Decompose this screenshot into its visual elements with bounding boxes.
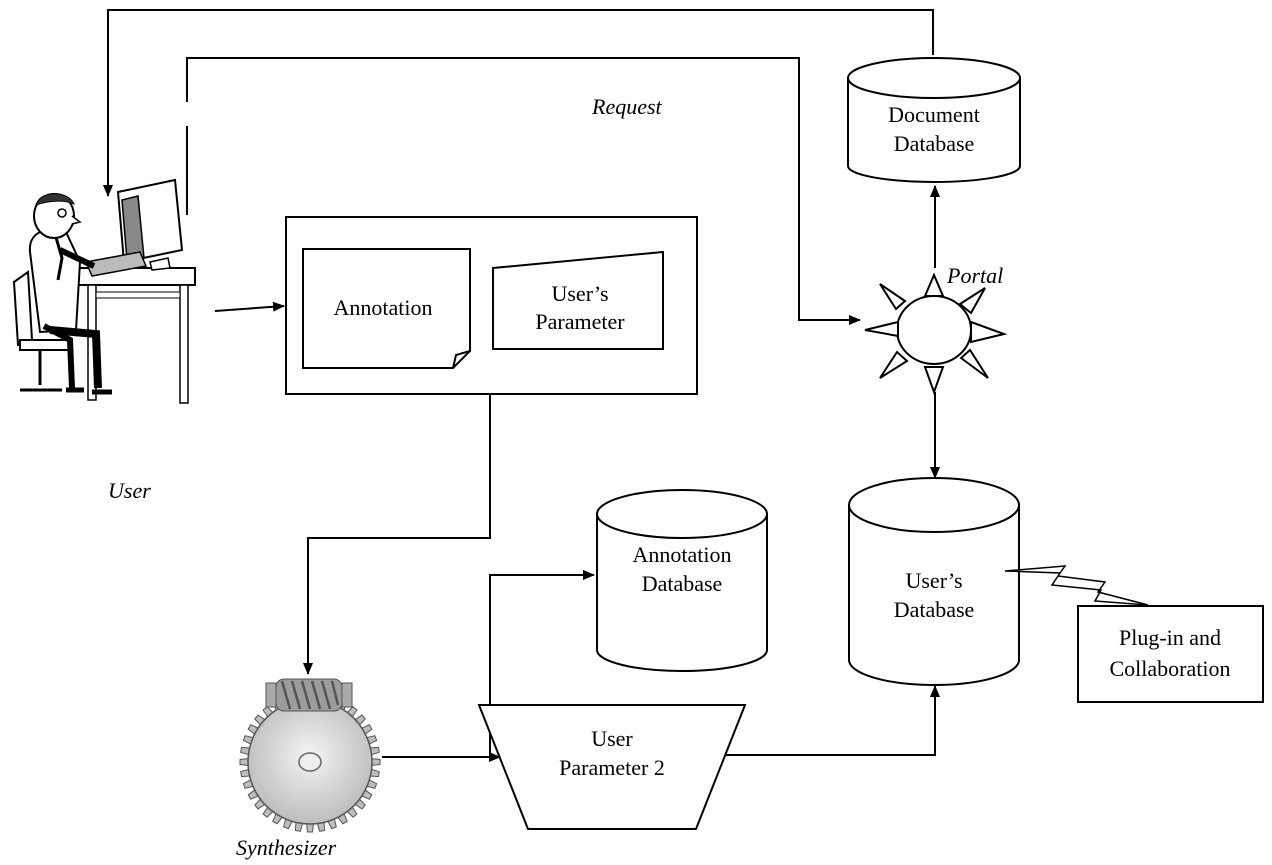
connector-user-to-parambox (214, 301, 285, 312)
gear-icon (239, 678, 381, 833)
connector-param2-to-usersdb (722, 685, 940, 756)
synthesizer-label: Synthesizer (236, 835, 337, 860)
plugin-line2: Collaboration (1110, 656, 1231, 681)
annotation-label: Annotation (334, 295, 433, 320)
annotation-database-line1: Annotation (633, 542, 732, 567)
annotation-database-line2: Database (642, 571, 723, 596)
users-database-line1: User’s (905, 568, 962, 593)
users-parameter-shape (492, 250, 664, 350)
portal-label: Portal (946, 263, 1003, 288)
connector-parambox-to-synthesizer (303, 394, 491, 675)
document-database: Document Database (847, 57, 1021, 183)
user-parameter-2-line2: Parameter 2 (559, 755, 665, 780)
lightning-connector (1004, 565, 1149, 606)
connector-docdb-to-user (103, 9, 934, 197)
connector-param2-to-annotationdb (489, 570, 595, 757)
document-database-line2: Database (894, 131, 975, 156)
annotation-note (302, 248, 471, 369)
users-parameter-line2: Parameter (535, 309, 625, 334)
user-label: User (108, 478, 151, 503)
users-database-line2: Database (894, 597, 975, 622)
users-parameter-line1: User’s (551, 281, 608, 306)
plugin-collaboration-box: Plug-in and Collaboration (1077, 605, 1264, 703)
sun-portal-icon (864, 272, 1008, 395)
parameter-container: Annotation User’s Parameter (285, 216, 698, 395)
plugin-line1: Plug-in and (1119, 625, 1221, 650)
users-database: User’s Database (848, 477, 1020, 686)
request-label: Request (591, 94, 663, 119)
connector-user-to-portal-2 (186, 57, 861, 325)
document-database-line1: Document (888, 102, 980, 127)
annotation-database: Annotation Database (596, 489, 768, 672)
user-at-computer-icon (12, 178, 196, 404)
user-parameter-2-line1: User (591, 726, 633, 751)
user-parameter-2: User Parameter 2 (477, 704, 747, 830)
